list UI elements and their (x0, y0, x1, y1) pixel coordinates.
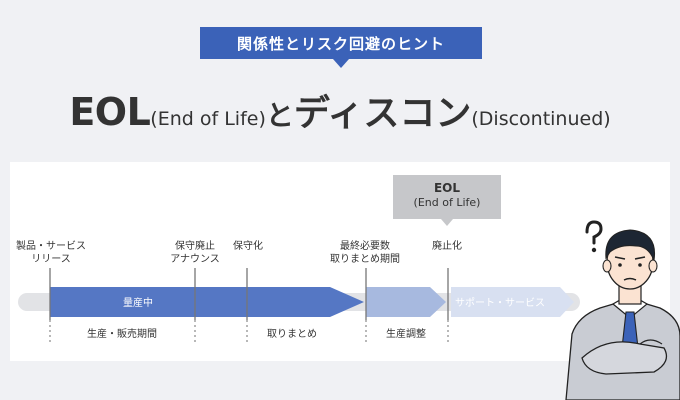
bar-mass-production (50, 287, 364, 317)
title-discon-full: (Discontinued) (471, 108, 611, 130)
bar-label-support: サポート・サービス (455, 297, 545, 309)
milestone-maintenance: 保守化 (226, 240, 270, 253)
phase-label-production-adjust: 生産調整 (386, 327, 426, 340)
page-title: EOL(End of Life)とディスコン(Discontinued) (0, 84, 680, 136)
title-eol-full: (End of Life) (150, 108, 266, 130)
milestone-discontinue-line1: 廃止化 (432, 241, 462, 252)
eol-callout-title: EOL (433, 181, 461, 195)
eol-callout-subtitle: (End of Life) (413, 196, 481, 209)
bar-production-adjust (366, 287, 446, 317)
milestone-markers (49, 268, 449, 320)
phase-label-collection: 取りまとめ (267, 328, 317, 340)
eol-callout-pointer (441, 219, 453, 226)
bar-support (451, 287, 574, 317)
phase-label-production-sales: 生産・販売期間 (87, 327, 157, 340)
milestone-release: 製品・サービス リリース (8, 240, 94, 266)
milestone-discontinue: 廃止化 (427, 240, 467, 253)
bar-label-mass-production: 量産中 (123, 296, 153, 309)
milestone-final-collection-line1: 最終必要数 (340, 241, 390, 252)
title-discon: ディスコン (293, 93, 472, 134)
timeline-panel (10, 162, 670, 361)
title-badge: 関係性とリスク回避のヒント (200, 27, 482, 59)
eol-callout: EOL (End of Life) (393, 175, 501, 219)
title-connector: と (265, 99, 294, 132)
title-badge-pointer (333, 59, 349, 68)
milestone-maintenance-end-line1: 保守廃止 (175, 241, 215, 252)
milestone-release-line1: 製品・サービス (16, 241, 86, 252)
milestone-release-line2: リリース (31, 254, 71, 265)
milestone-final-collection: 最終必要数 取りまとめ期間 (325, 240, 405, 266)
milestone-maintenance-end: 保守廃止 アナウンス (160, 240, 230, 266)
milestone-maintenance-end-line2: アナウンス (170, 254, 220, 265)
milestone-final-collection-line2: 取りまとめ期間 (330, 254, 400, 265)
businessman-illustration (565, 220, 680, 400)
milestone-maintenance-line1: 保守化 (233, 241, 263, 252)
question-mark-icon (585, 220, 603, 245)
milestone-dashes (49, 320, 449, 343)
title-eol: EOL (69, 90, 151, 134)
